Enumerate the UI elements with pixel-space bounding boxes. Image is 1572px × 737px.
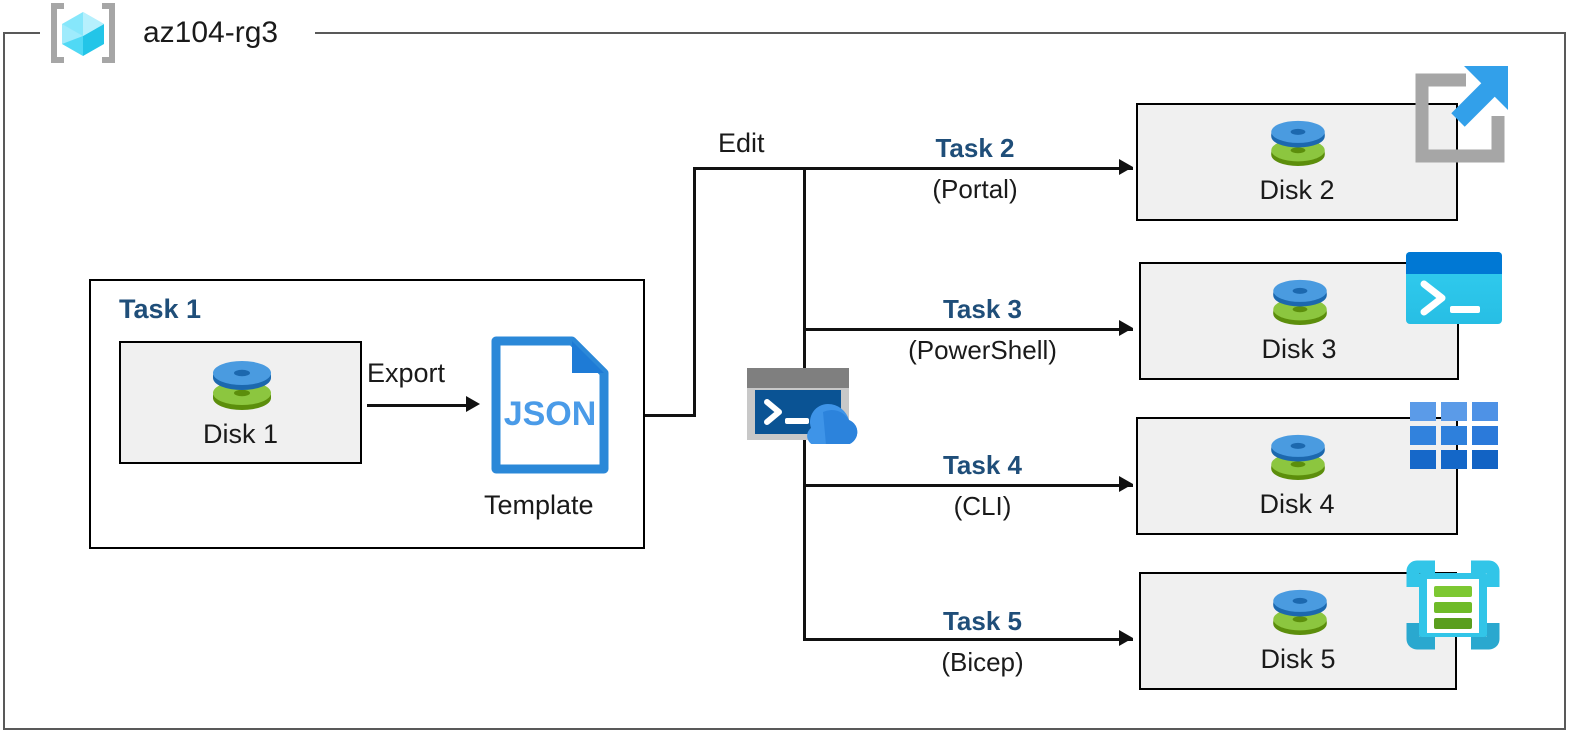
svg-text:JSON: JSON xyxy=(504,395,597,433)
managed-disk-icon xyxy=(1265,582,1335,640)
disk1-label: Disk 1 xyxy=(202,419,278,449)
resource-group-frame xyxy=(3,32,1566,730)
task4-arrow-line xyxy=(803,484,1133,487)
export-label: Export xyxy=(367,358,446,388)
task5-label: Task 5 xyxy=(942,606,1022,636)
export-arrow-head xyxy=(466,396,480,412)
task4-method: (CLI) xyxy=(953,491,1012,521)
disk2-label: Disk 2 xyxy=(1259,175,1335,205)
disk3-label: Disk 3 xyxy=(1261,334,1337,364)
task5-arrow-line xyxy=(803,638,1133,641)
edit-connector-upper-horizontal xyxy=(693,167,1133,170)
disk4-box[interactable]: Disk 4 xyxy=(1136,417,1458,535)
task3-label: Task 3 xyxy=(942,294,1022,324)
task2-method: (Portal) xyxy=(932,174,1018,204)
bicep-icon[interactable] xyxy=(1405,559,1501,651)
task3-method: (PowerShell) xyxy=(908,335,1057,365)
managed-disk-icon xyxy=(204,353,280,415)
task3-arrow-line xyxy=(803,328,1133,331)
managed-disk-icon xyxy=(1265,272,1335,330)
managed-disk-icon xyxy=(1263,113,1333,171)
azure-cli-icon[interactable] xyxy=(1410,402,1498,470)
task2-arrow-head xyxy=(1119,159,1133,175)
disk3-box[interactable]: Disk 3 xyxy=(1139,262,1459,380)
task3-arrow-head xyxy=(1119,320,1133,336)
task4-arrow-head xyxy=(1119,476,1133,492)
disk4-label: Disk 4 xyxy=(1259,489,1335,519)
json-file-icon[interactable]: JSON xyxy=(490,335,610,475)
edit-label: Edit xyxy=(718,128,765,158)
disk2-box[interactable]: Disk 2 xyxy=(1136,103,1458,221)
disk5-box[interactable]: Disk 5 xyxy=(1139,572,1457,690)
cloud-shell-icon[interactable] xyxy=(745,366,865,445)
azure-resource-group-icon xyxy=(47,2,119,64)
task5-method: (Bicep) xyxy=(941,647,1024,677)
azure-portal-icon[interactable] xyxy=(1400,58,1516,170)
task2-label: Task 2 xyxy=(935,133,1015,163)
powershell-icon[interactable] xyxy=(1406,252,1502,324)
edit-connector-vertical xyxy=(693,167,696,417)
task4-label: Task 4 xyxy=(942,450,1022,480)
template-caption: Template xyxy=(484,490,594,520)
disk5-label: Disk 5 xyxy=(1260,644,1336,674)
resource-group-label-background xyxy=(40,22,315,44)
managed-disk-icon xyxy=(1263,427,1333,485)
resource-group-name: az104-rg3 xyxy=(143,16,279,49)
task1-title: Task 1 xyxy=(119,294,202,324)
export-arrow-line xyxy=(367,404,468,407)
disk1-box[interactable]: Disk 1 xyxy=(119,341,362,464)
edit-connector-lower-horizontal xyxy=(645,414,695,417)
task5-arrow-head xyxy=(1119,630,1133,646)
